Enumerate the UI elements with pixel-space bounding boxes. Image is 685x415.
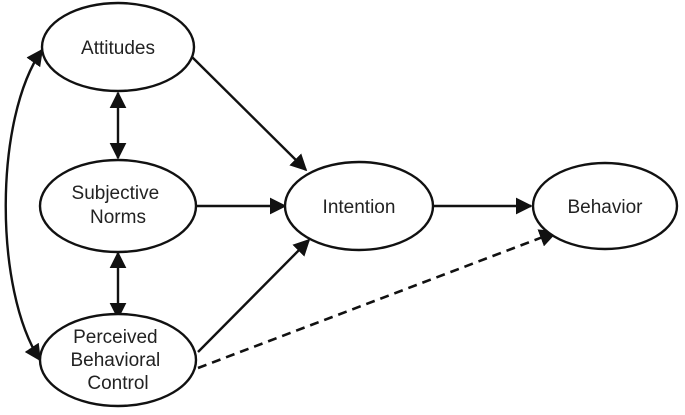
edge-attitudes-pbc-curved-bidirectional <box>4 48 43 362</box>
node-intention: Intention <box>283 160 435 252</box>
nodes-layer: Attitudes Subjective Norms Perceived Beh… <box>38 1 679 408</box>
node-label-perceived-behavioral-control: Perceived Behavioral Control <box>70 327 165 394</box>
node-label-subjective-norms: Subjective Norms <box>72 183 165 228</box>
node-subjective-norms: Subjective Norms <box>38 158 198 254</box>
edges-layer <box>4 48 558 370</box>
node-attitudes: Attitudes <box>40 1 196 93</box>
node-label-attitudes: Attitudes <box>81 38 155 59</box>
edge-pbc-to-behavior-dashed <box>197 229 558 370</box>
edge-attitudes-to-intention <box>189 54 308 172</box>
node-label-behavior: Behavior <box>568 197 644 218</box>
node-label-intention: Intention <box>323 197 396 218</box>
node-perceived-behavioral-control: Perceived Behavioral Control <box>38 312 198 408</box>
edge-pbc-to-intention <box>197 238 311 353</box>
node-behavior: Behavior <box>531 161 679 251</box>
